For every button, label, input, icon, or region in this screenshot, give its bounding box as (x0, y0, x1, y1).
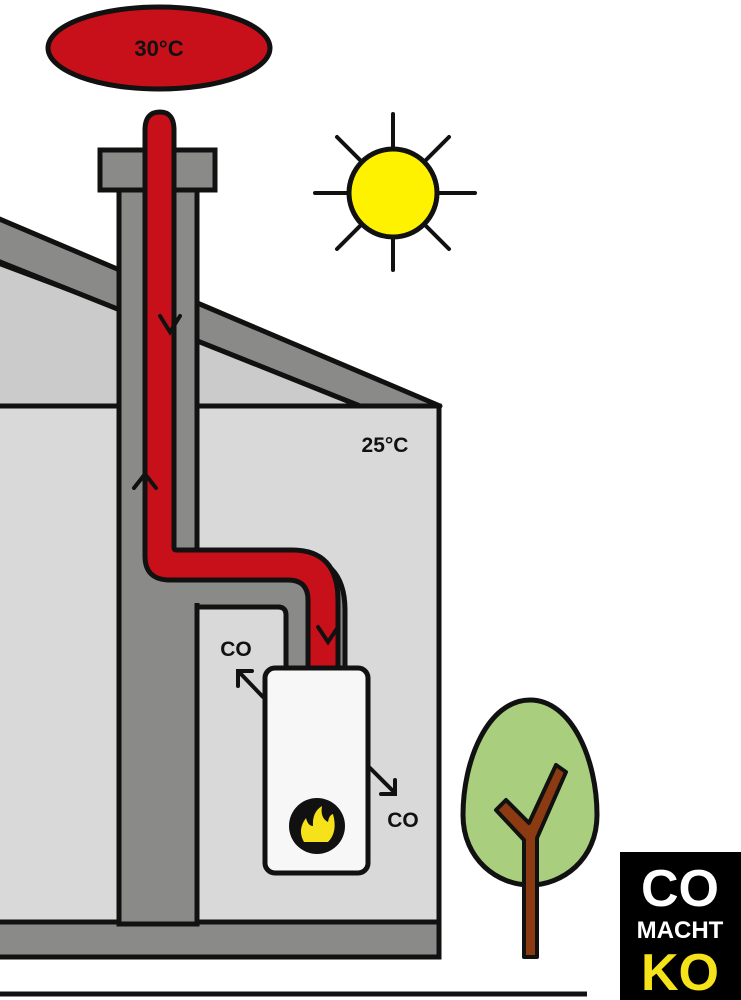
sun-icon (313, 112, 477, 272)
co-arrow-left (238, 671, 265, 699)
tree-icon (460, 697, 600, 959)
outside-temperature-label: 30°C (134, 36, 183, 61)
logo-line-1: CO (641, 860, 719, 918)
flame-icon (300, 806, 335, 842)
co-macht-ko-logo: CO MACHT KO (620, 852, 741, 1000)
arrow-up-left-icon (236, 669, 254, 688)
outside-temperature-badge (45, 4, 273, 92)
arrow-up-icon (132, 470, 158, 490)
logo-line-3: KO (641, 944, 719, 1000)
co-label-right: CO (387, 809, 419, 832)
logo-line-2: MACHT (637, 917, 724, 944)
arrow-down-icon (158, 314, 182, 336)
house-wall (0, 403, 442, 929)
roof-beam (0, 216, 443, 409)
co-arrow-right (368, 766, 396, 794)
inside-temperature-label: 25°C (362, 434, 409, 457)
co-label-left: CO (220, 638, 252, 661)
arrow-down-right-icon (379, 778, 397, 796)
floor (0, 919, 442, 960)
flue-gas-path (142, 109, 341, 671)
arrow-down-icon (316, 625, 340, 646)
